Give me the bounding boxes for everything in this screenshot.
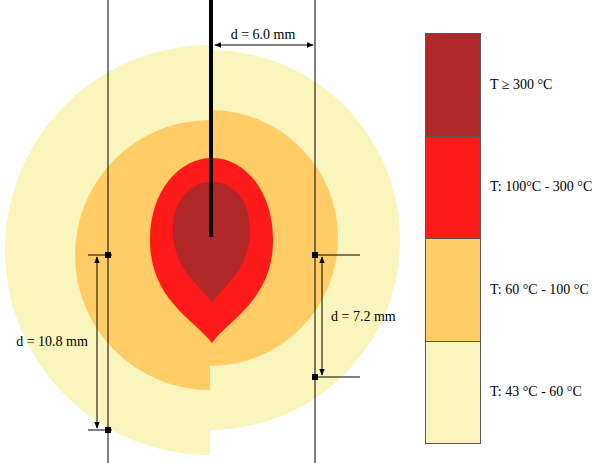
legend-label: T: 100°C - 300 °C <box>490 179 592 194</box>
dimension-arrow <box>215 45 313 46</box>
legend-swatch <box>425 341 481 445</box>
legend-label: T: 60 °C - 100 °C <box>490 282 589 297</box>
dimension-label: d = 10.8 mm <box>16 334 88 349</box>
dimension-label: d = 6.0 mm <box>231 27 296 42</box>
legend-label: T ≥ 300 °C <box>490 77 552 92</box>
boundary-line <box>108 0 109 463</box>
zone-43-60 <box>5 45 400 455</box>
needle <box>209 0 213 237</box>
legend-label: T: 43 °C - 60 °C <box>490 384 582 399</box>
legend-swatch <box>425 136 481 240</box>
zone-60-100 <box>75 110 338 390</box>
dimension-left <box>88 252 112 433</box>
legend-swatch <box>425 238 481 342</box>
legend-swatch <box>425 33 481 137</box>
dimension-label: d = 7.2 mm <box>331 309 396 324</box>
boundary-line <box>315 0 316 463</box>
